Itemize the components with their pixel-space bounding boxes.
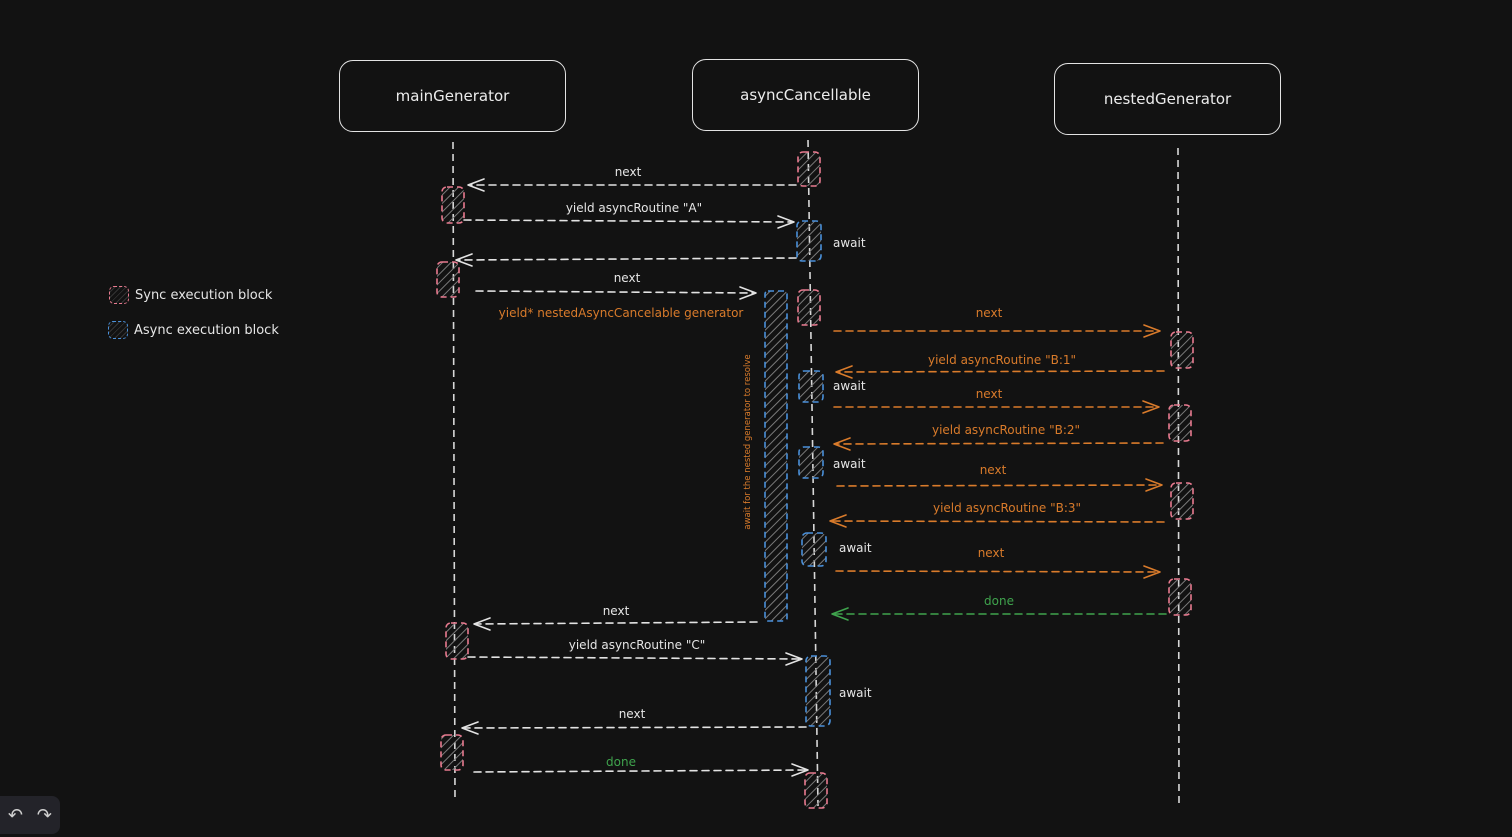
- label-yield-b3: yield asyncRoutine "B:3": [933, 501, 1081, 515]
- undo-icon[interactable]: ↶: [7, 804, 23, 826]
- arrow-yield-c: [467, 656, 801, 660]
- arrowhead: [835, 365, 853, 379]
- arrowhead: [791, 763, 809, 777]
- participant-async-cancellable: asyncCancellable: [692, 59, 919, 131]
- label-orange-next-1: next: [976, 306, 1003, 320]
- arrowhead: [785, 652, 803, 666]
- arrow-done-main: [473, 769, 807, 773]
- vertical-await-note: await for the nested generator to resolv…: [743, 354, 753, 529]
- async-blocks: [796, 220, 831, 727]
- arrowhead: [831, 607, 849, 621]
- async-block: [796, 220, 822, 262]
- label-done-main: done: [606, 755, 636, 769]
- async-block: [801, 532, 827, 567]
- sync-block: [436, 261, 460, 298]
- arrow-next-4: [463, 726, 807, 729]
- label-await: await: [839, 686, 872, 700]
- arrowhead: [829, 514, 847, 528]
- label-orange-next-4: next: [978, 546, 1005, 560]
- label-next-4: next: [619, 707, 646, 721]
- legend-sync-label: Sync execution block: [135, 287, 273, 303]
- label-await: await: [833, 379, 866, 393]
- sync-block: [804, 772, 828, 809]
- sync-block: [1170, 482, 1194, 520]
- legend-sync: Sync execution block: [109, 286, 272, 304]
- lifeline-nested: [1177, 147, 1180, 807]
- arrow-yield-a: [463, 219, 793, 223]
- async-block: [798, 370, 824, 403]
- sync-block: [440, 734, 464, 771]
- arrow-orange-next-3: [836, 484, 1161, 487]
- arrow-next-3: [475, 621, 758, 625]
- redo-icon[interactable]: ↷: [36, 804, 52, 826]
- label-next-2: next: [614, 271, 641, 285]
- arrowhead: [1145, 478, 1163, 492]
- async-block: [798, 446, 824, 479]
- participant-main-label: mainGenerator: [395, 87, 510, 105]
- arrow-next-2: [475, 290, 755, 294]
- arrow-orange-next-4: [835, 570, 1159, 573]
- label-yield-c: yield asyncRoutine "C": [569, 638, 706, 652]
- sync-block: [1168, 404, 1192, 442]
- label-await: await: [833, 236, 866, 250]
- arrowhead: [467, 178, 485, 192]
- participant-async-label: asyncCancellable: [740, 86, 871, 104]
- legend-async-swatch: [108, 321, 128, 339]
- arrowhead: [1143, 565, 1161, 579]
- sync-block: [441, 186, 465, 224]
- label-yield-b1: yield asyncRoutine "B:1": [928, 353, 1076, 367]
- legend-sync-swatch: [109, 286, 129, 304]
- participant-main-generator: mainGenerator: [339, 60, 566, 132]
- arrowhead: [833, 437, 851, 451]
- participant-nested-generator: nestedGenerator: [1054, 63, 1281, 135]
- legend-async-label: Async execution block: [134, 322, 279, 338]
- sync-block: [797, 289, 821, 326]
- arrow-orange-yield-b3: [831, 520, 1165, 523]
- arrow-orange-yield-b1: [837, 370, 1165, 373]
- arrowhead: [777, 215, 795, 229]
- arrowhead: [739, 286, 757, 300]
- arrowhead: [473, 617, 491, 631]
- label-yield-b2: yield asyncRoutine "B:2": [932, 423, 1080, 437]
- label-await: await: [839, 541, 872, 555]
- arrowhead: [455, 253, 473, 267]
- sync-block: [1168, 578, 1192, 616]
- label-yield-a: yield asyncRoutine "A": [566, 201, 702, 215]
- arrowhead: [461, 721, 479, 735]
- label-orange-next-2: next: [976, 387, 1003, 401]
- label-orange-next-3: next: [980, 463, 1007, 477]
- label-green-done: done: [984, 594, 1014, 608]
- label-await: await: [833, 457, 866, 471]
- sync-block: [1170, 331, 1194, 369]
- sync-block: [797, 151, 821, 187]
- label-yield-star: yield* nestedAsyncCancelable generator: [499, 306, 744, 320]
- lifeline-main: [452, 141, 456, 801]
- legend-async: Async execution block: [108, 321, 279, 339]
- label-next-1: next: [615, 165, 642, 179]
- arrow-return-a: [457, 257, 797, 261]
- sync-blocks: [436, 151, 1194, 809]
- async-block: [805, 655, 831, 727]
- label-next-3: next: [603, 604, 630, 618]
- arrowhead: [1143, 324, 1161, 338]
- arrowhead: [1142, 400, 1160, 414]
- nested-await-bar: [764, 290, 788, 622]
- undo-redo-toolbar: ↶ ↷: [0, 796, 60, 834]
- participant-nested-label: nestedGenerator: [1103, 90, 1232, 108]
- arrow-orange-yield-b2: [835, 442, 1164, 445]
- sync-block: [445, 622, 469, 660]
